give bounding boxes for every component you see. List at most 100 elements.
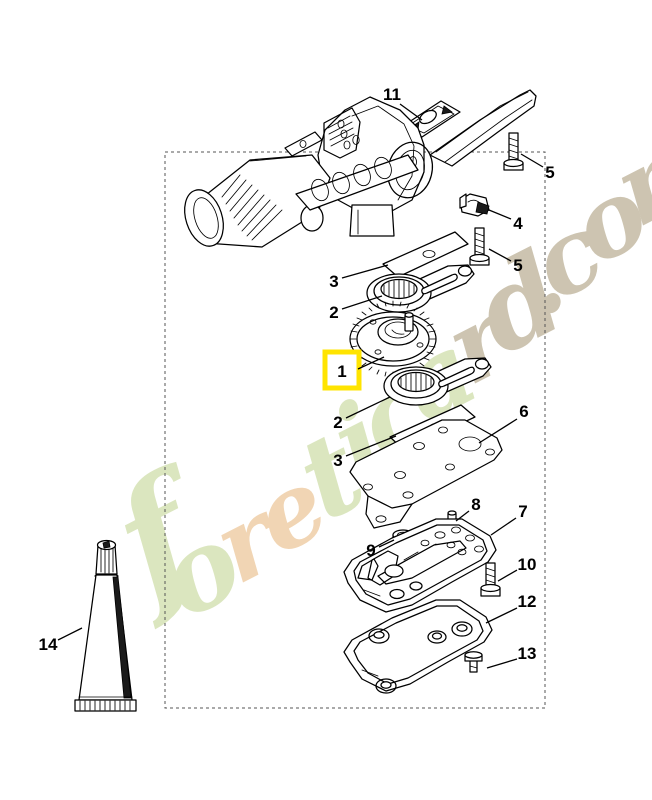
leader-9 <box>378 539 395 548</box>
cover-boss-4-outer <box>427 630 447 644</box>
tube-crimp-teeth <box>79 700 131 711</box>
bolt-small-thread <box>469 665 478 669</box>
leader-13 <box>486 658 518 669</box>
shim-plate-upper-item3 <box>382 231 469 278</box>
housing-hole-d <box>474 545 484 553</box>
lever-upper-eye <box>457 265 473 277</box>
screw-housing-head-top <box>480 583 501 593</box>
gasket-hole-7 <box>375 515 387 523</box>
housing-boss-lower-2 <box>409 581 423 591</box>
housing-left-pocket <box>357 558 379 581</box>
gasket-hole-1 <box>413 442 425 450</box>
screw-housing-item10 <box>480 562 501 597</box>
drive-gear-item1 <box>349 300 437 378</box>
cover-boss-2-outer <box>451 621 473 637</box>
callout-label-12: 12 <box>518 592 537 611</box>
selected-part-highlight[interactable] <box>322 349 362 391</box>
leader-6 <box>478 418 518 444</box>
upper-arm-tube-edge <box>444 99 533 163</box>
handle-rib-g <box>246 204 277 237</box>
cover-plate-outline <box>343 599 493 692</box>
screw10-thread-3 <box>485 579 496 584</box>
housing-boss-lower-1 <box>389 588 405 600</box>
cover-boss-2-inner <box>456 624 468 632</box>
screw-lower-thread-1 <box>474 232 485 237</box>
tube-cap-notch <box>102 540 111 549</box>
collar-stud-2 <box>340 129 348 139</box>
clip-inner-arc <box>467 199 481 204</box>
lever-upper-splines <box>383 279 415 299</box>
gear-root-circle <box>356 316 430 362</box>
housing-detail-line-2 <box>363 589 381 597</box>
gasket-hole-3 <box>438 426 448 434</box>
leader-3a <box>341 264 389 279</box>
tube-crimp <box>74 699 137 712</box>
handle-rib-h <box>251 209 283 241</box>
handle-rib-e <box>237 194 265 226</box>
gasket-hole-2 <box>394 471 406 479</box>
dowel-pin-top <box>447 510 457 516</box>
oval-slot-3 <box>353 163 371 187</box>
leader-5b <box>488 248 512 262</box>
leader-2b <box>345 396 391 419</box>
collar-stud-4 <box>352 135 360 145</box>
housing-hole-c <box>465 534 475 542</box>
gear-small-hole-c <box>416 342 424 348</box>
callout-label-13: 13 <box>518 644 537 663</box>
screw-upper-item5 <box>503 132 524 171</box>
callout-label-1: 1 <box>337 362 346 381</box>
screw-upper-head-top <box>503 158 524 168</box>
leader-5a <box>520 153 544 168</box>
gear-hub-keyway <box>391 329 405 335</box>
housing-outer-shell <box>343 518 497 613</box>
leader-11 <box>399 103 423 121</box>
lever-bearing-lower-item2 <box>383 357 492 406</box>
ribbed-handle <box>184 154 331 248</box>
housing-hole-f <box>446 541 456 549</box>
cover-boss-4-inner <box>431 632 443 640</box>
callout-labels: 11 5 4 5 3 2 1 2 3 6 8 7 9 10 12 13 14 <box>39 85 555 663</box>
callout-label-4: 4 <box>513 214 523 233</box>
top-link-hole <box>299 140 307 148</box>
cover-plate-bosses <box>368 621 473 694</box>
gear-drive-pin-top <box>404 312 414 318</box>
gear-small-hole-a <box>369 319 377 325</box>
callout-label-8: 8 <box>471 495 480 514</box>
collar-rib-4 <box>330 133 355 147</box>
callout-label-5-lower: 5 <box>513 256 522 275</box>
cover-boss-1-inner <box>373 631 385 639</box>
screw10-thread-2 <box>485 573 496 578</box>
collar-stud-1 <box>337 119 345 129</box>
leader-7 <box>490 517 517 536</box>
gearhead-ribbed-collar <box>323 107 361 159</box>
handle-rib-f <box>241 199 271 232</box>
leader-8 <box>455 510 470 522</box>
gasket-hole-6 <box>402 491 414 499</box>
gear-small-hole-b <box>374 349 382 355</box>
cover-plate-inner-rim <box>353 605 484 685</box>
trigger-button <box>419 109 437 125</box>
gasket-plate-outline <box>349 419 503 509</box>
lever-upper-slot <box>421 273 458 295</box>
callout-label-2-lower: 2 <box>333 413 342 432</box>
screw-lower-thread-2 <box>474 238 485 243</box>
callout-label-9: 9 <box>366 541 375 560</box>
oval-slot-1 <box>311 178 329 202</box>
screw-lower-head-top <box>469 253 490 263</box>
screw-lower-thread-3 <box>474 244 485 249</box>
housing-detail-line-1 <box>403 551 419 561</box>
leader-4 <box>488 209 512 220</box>
grease-tube-item14 <box>74 539 137 712</box>
housing-center-bore <box>384 564 404 578</box>
leader-1 <box>357 356 385 370</box>
gasket-hole-8 <box>363 483 373 491</box>
bolt-small-item13 <box>464 651 483 673</box>
leader-12 <box>485 607 518 624</box>
cover-boss-3-inner <box>380 681 392 689</box>
shim-plate-upper-hole <box>422 250 436 258</box>
handle-end-ring-inner <box>193 197 219 239</box>
gasket-hole-5 <box>445 463 455 471</box>
callout-label-14: 14 <box>39 635 58 654</box>
